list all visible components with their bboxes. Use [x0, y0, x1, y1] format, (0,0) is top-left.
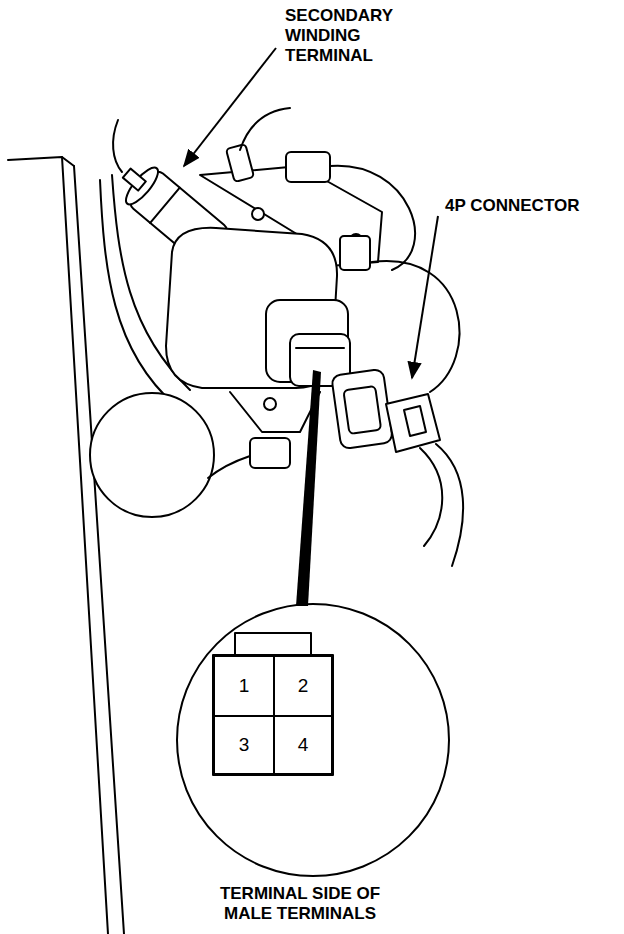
- wire: [372, 261, 459, 392]
- inset-circle: [177, 604, 449, 876]
- leader-line: [184, 48, 276, 166]
- latch-line: [296, 347, 344, 349]
- latch-slot: [404, 406, 426, 436]
- wire: [240, 108, 290, 150]
- dome-cap: [90, 393, 214, 517]
- pin-cell: 2: [273, 655, 333, 717]
- leader-lines: [184, 48, 438, 378]
- inset-pointer: [296, 370, 321, 606]
- line-art: [8, 108, 463, 934]
- body-panel-edge: [8, 157, 74, 166]
- pin-number: 2: [298, 676, 309, 697]
- body-panel-edge: [62, 157, 108, 934]
- connector-latch: [386, 394, 440, 452]
- pin-cell: 3: [213, 715, 275, 775]
- connector-key: [235, 633, 311, 657]
- small-connector: [340, 236, 370, 270]
- wire: [330, 166, 415, 270]
- leader-line: [412, 216, 438, 378]
- pin-number: 4: [298, 735, 309, 756]
- callout-label: TERMINAL SIDE OF MALE TERMINALS: [200, 884, 400, 924]
- pin-number: 1: [239, 676, 250, 697]
- hv-wire: [113, 120, 122, 172]
- callout-label: SECONDARY WINDING TERMINAL: [285, 6, 425, 66]
- small-connector: [250, 438, 290, 468]
- bolt: [252, 208, 264, 220]
- wire: [420, 448, 442, 546]
- wire: [436, 444, 463, 566]
- connector-face: [213, 655, 333, 775]
- body-panel-edge: [74, 166, 124, 934]
- callout-label: 4P CONNECTOR: [445, 196, 615, 216]
- four-pin-connector: [331, 369, 393, 450]
- wire: [208, 456, 250, 478]
- lower-bracket: [230, 392, 320, 432]
- pin-cell: 4: [273, 715, 333, 775]
- pin-number: 3: [239, 735, 250, 756]
- pin-cell: 1: [213, 655, 275, 717]
- small-connector: [286, 152, 330, 182]
- bolt: [264, 398, 276, 410]
